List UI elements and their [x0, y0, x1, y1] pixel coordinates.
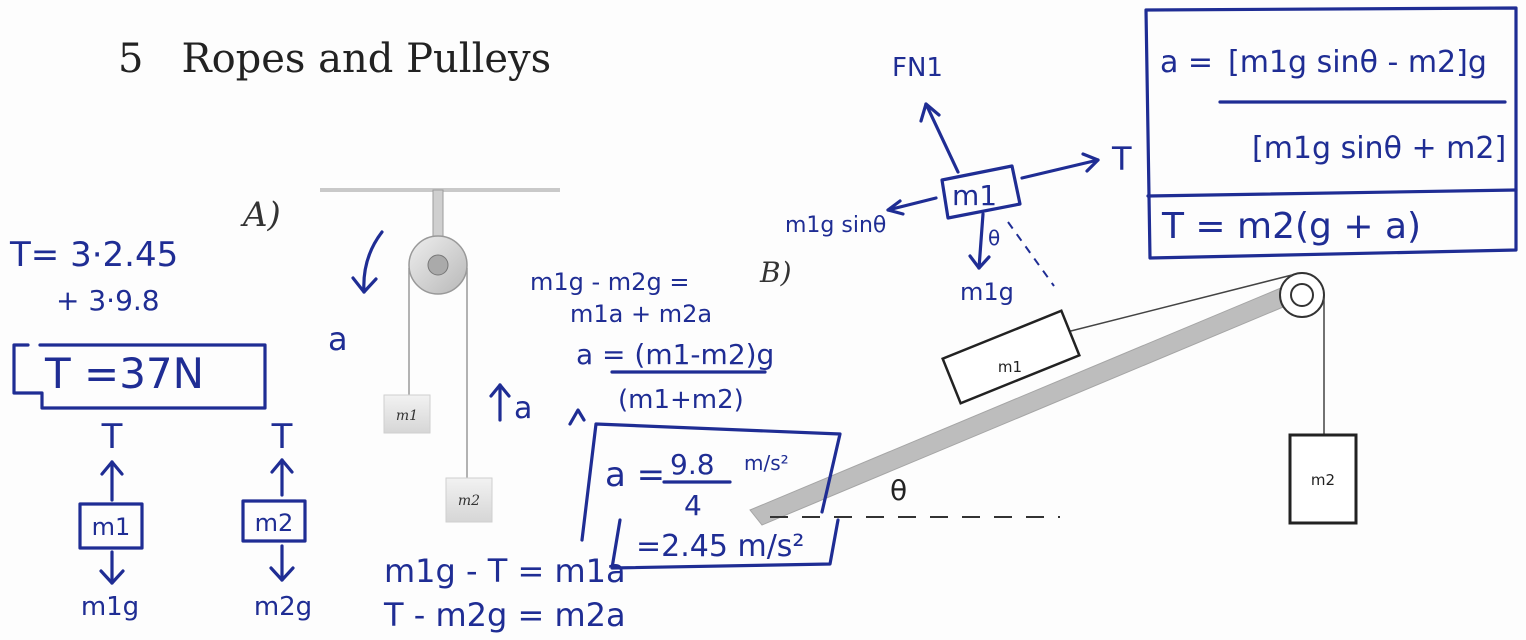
figure-a: m1 m2 A) — [240, 188, 560, 523]
incline-rope — [1054, 274, 1293, 336]
tension-box — [12, 343, 267, 410]
eq-a-value-num: 9.8 — [670, 448, 715, 481]
accel-annotations: a a — [328, 230, 586, 426]
hanging-block-m2-label: m2 — [1311, 471, 1335, 489]
eq-a-value-unit: m/s² — [744, 451, 789, 475]
sine-component-arrowhead — [886, 199, 905, 216]
normal-force-arrowhead — [919, 102, 941, 123]
accel-rotation-arrow — [362, 230, 384, 294]
normal-force-arrow — [924, 102, 960, 174]
eq-m1: m1g - T = m1a — [384, 552, 626, 590]
box-a-lhs: a = — [1160, 45, 1213, 80]
incline-angle: θ — [890, 474, 907, 507]
tension-calc: T= 3·2.45 + 3·9.8 T =37N — [9, 235, 267, 410]
incline-block-m1-label: m1 — [998, 358, 1022, 376]
tension-label: T — [1111, 140, 1132, 178]
result-outer-box — [1144, 6, 1518, 260]
tension-arrow — [1020, 158, 1100, 180]
eq-sum-line-2: m1a + m2a — [570, 300, 712, 328]
eq-sum-line-1: m1g - m2g = — [530, 268, 689, 296]
result-divider — [1146, 188, 1518, 198]
fbd-m1-box — [78, 502, 144, 550]
figure-b: θ m1 m2 B) — [749, 256, 1358, 526]
incline-ramp — [749, 284, 1301, 526]
eq-m2: T - m2g = m2a — [383, 596, 626, 634]
box-t-equation: T = m2(g + a) — [1161, 206, 1421, 247]
incline-fbd: FN1 m1 T m1g sinθ θ m1g — [785, 53, 1132, 306]
result-boxes: a = [m1g sinθ - m2]g [m1g sinθ + m2] T =… — [1144, 6, 1518, 260]
fbd-m2-tension: T — [271, 417, 293, 457]
weight-arrow — [977, 212, 985, 270]
block-m2-a-label: m2 — [458, 493, 480, 509]
block-m1-a — [383, 394, 431, 434]
block-m1-a-label: m1 — [396, 408, 418, 424]
tension-line-2: + 3·9.8 — [56, 284, 160, 317]
incline-block-m1 — [941, 309, 1081, 405]
fbd-m1-tension: T — [101, 417, 123, 457]
accel-up-arrowhead — [489, 383, 511, 398]
tension-arrowhead — [1081, 152, 1100, 173]
tension-result: T =37N — [44, 349, 204, 398]
fbd-m1: T m1 m1g — [78, 417, 144, 622]
eq-a-value-den: 4 — [684, 489, 702, 522]
fbd-m1-weight: m1g — [81, 592, 139, 622]
eq-a-result-box — [610, 518, 840, 570]
box-a-denominator: [m1g sinθ + m2] — [1252, 131, 1506, 166]
hanging-block-m2 — [1288, 433, 1358, 525]
section-number: 5 — [118, 36, 144, 82]
normal-force-label: FN1 — [892, 53, 943, 83]
fbd-m2-down-arrowhead — [269, 566, 295, 582]
sine-component-arrow — [886, 196, 938, 212]
section-heading: 5 Ropes and Pulleys — [118, 36, 551, 82]
normal-dashed-line — [1007, 221, 1055, 287]
incline-fbd-label: m1 — [952, 179, 997, 212]
fbd-m1-up-arrowhead — [100, 460, 124, 476]
eq-a-result: =2.45 m/s² — [636, 529, 804, 564]
accel-label-right: a — [514, 391, 532, 426]
accel-tick — [568, 408, 586, 426]
fbd-m1-down-arrowhead — [99, 569, 125, 585]
eq-a-value-box — [580, 422, 842, 542]
fbd-m1-label: m1 — [92, 513, 131, 541]
figure-a-label: A) — [240, 195, 281, 235]
weight-arrowhead — [968, 254, 991, 270]
accel-label-left: a — [328, 320, 348, 358]
eq-a-denominator: (m1+m2) — [618, 385, 744, 415]
pulley-axle — [427, 254, 449, 276]
weight-label: m1g — [960, 278, 1014, 306]
eq-a-formula: a = (m1-m2)g — [576, 338, 774, 371]
tension-line-1: T= 3·2.45 — [9, 235, 178, 275]
accel-rotation-arrowhead — [351, 276, 378, 294]
fbd-m2-up-arrowhead — [270, 458, 294, 474]
box-a-numerator: [m1g sinθ - m2]g — [1228, 45, 1487, 80]
figure-b-label: B) — [759, 256, 792, 289]
fbd-m2: T m2 m2g — [241, 417, 312, 622]
derivation: m1g - m2g = m1a + m2a a = (m1-m2)g (m1+m… — [383, 268, 842, 634]
weight-angle-label: θ — [988, 226, 1000, 250]
block-m2-a — [445, 477, 493, 523]
incline-pulley-hub — [1290, 283, 1314, 307]
eq-a-value-lhs: a = — [605, 455, 665, 495]
fbd-m2-weight: m2g — [254, 592, 312, 622]
fbd-m2-box — [241, 499, 307, 543]
fbd-m2-label: m2 — [255, 509, 294, 537]
incline-fbd-block — [940, 164, 1022, 220]
section-title: Ropes and Pulleys — [181, 36, 552, 82]
sine-component-label: m1g sinθ — [785, 213, 886, 238]
